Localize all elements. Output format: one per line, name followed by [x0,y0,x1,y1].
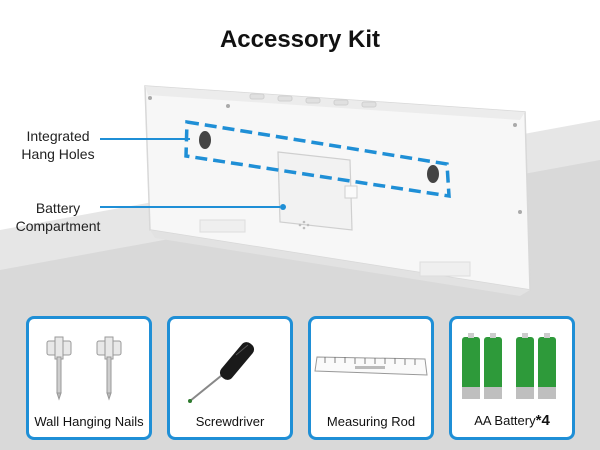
callout-hang-holes-line1: Integrated [26,128,90,144]
wall-nails-icon [46,336,122,401]
battery-qty: *4 [535,412,550,429]
card-wall-hanging-nails: Wall Hanging Nails [26,316,152,440]
callout-hang-holes: Integrated Hang Holes [12,127,104,163]
hang-hole-left [199,131,211,149]
hang-holes-highlight [184,119,451,199]
callout-battery-dot [280,204,286,210]
card-measuring-rod: Measuring Rod [308,316,434,440]
card-label-nails: Wall Hanging Nails [34,414,144,429]
card-label-screwdriver: Screwdriver [195,414,265,429]
callout-hang-holes-line2: Hang Holes [21,146,95,162]
card-aa-battery: AA Battery*4 [449,316,575,440]
screwdriver-icon [188,342,255,403]
battery-door [277,151,353,231]
aa-battery-icon [462,333,556,399]
card-label-measuring-rod: Measuring Rod [326,414,416,429]
callout-battery-line2: Compartment [15,218,101,234]
callout-battery-line [100,206,280,208]
card-screwdriver: Screwdriver [167,316,293,440]
card-label-battery: AA Battery*4 [452,412,572,429]
callout-battery-line1: Battery [35,200,81,216]
callout-hang-holes-line [100,138,190,140]
battery-label-text: AA Battery [474,413,536,428]
callout-battery: Battery Compartment [6,199,110,235]
hang-hole-right [427,165,439,183]
page-title: Accessory Kit [219,26,381,53]
measuring-rod-icon [314,356,428,376]
